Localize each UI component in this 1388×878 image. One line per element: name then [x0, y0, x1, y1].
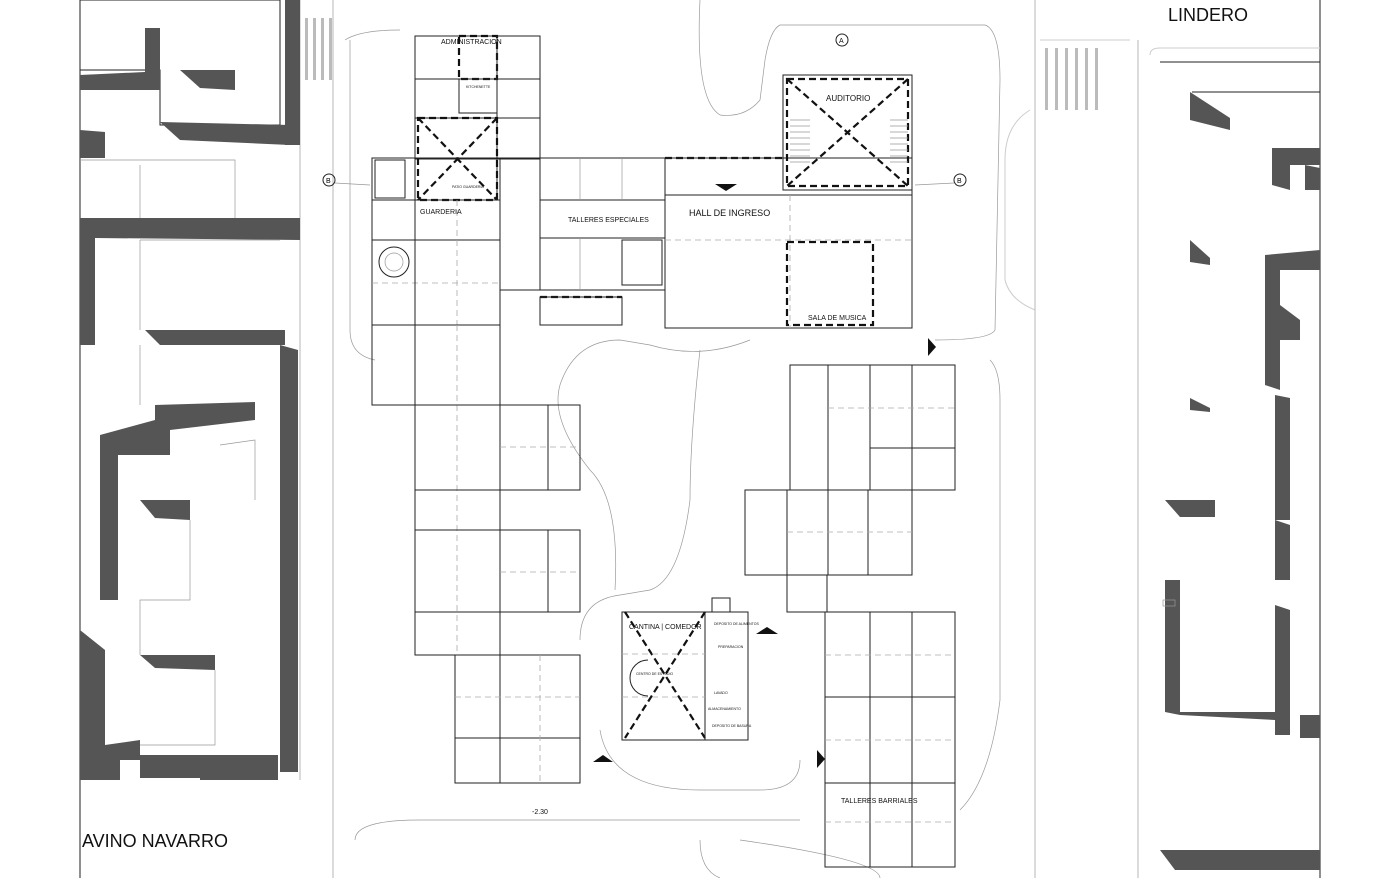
level-marker: -2.30 [532, 809, 548, 816]
label-auditorio: AUDITORIO [826, 94, 870, 103]
crosswalk-left [305, 18, 332, 80]
entry-arrow [715, 184, 737, 191]
administration-block [414, 34, 541, 200]
cantina-block [621, 597, 778, 741]
section-marker-b-left: B [322, 173, 371, 187]
street-label-navarro: AVINO NAVARRO [82, 831, 228, 851]
auditorio-block [782, 74, 913, 191]
label-talleres-especiales: TALLERES ESPECIALES [568, 217, 649, 224]
left-wing [371, 324, 613, 784]
label-almacenamiento: ALMACENAMIENTO [708, 707, 741, 711]
label-preparacion: PREPARACION [718, 645, 744, 649]
svg-text:B: B [326, 178, 331, 185]
section-marker-a: A [835, 33, 849, 47]
crosswalk-right [1045, 48, 1098, 110]
landscape-paths [344, 0, 1001, 878]
label-patio-guarderia: PATIO GUARDERIA [452, 185, 484, 189]
neighbour-buildings-right [1160, 61, 1320, 870]
neighbour-buildings-left [80, 0, 300, 780]
right-wing [744, 338, 956, 868]
street-label-lindero: LINDERO [1168, 5, 1248, 25]
section-marker-b-right: B [914, 173, 967, 187]
label-centro-estudio: CENTRO DE ESTUDIO [636, 672, 673, 676]
label-kitchenette: KITCHENETTE [466, 85, 491, 89]
hall-block [664, 156, 913, 329]
svg-text:B: B [957, 178, 962, 185]
svg-text:A: A [839, 38, 844, 45]
label-administracion: ADMINISTRACION [441, 39, 502, 46]
label-sala-musica: SALA DE MUSICA [808, 315, 867, 322]
label-guarderia: GUARDERIA [420, 209, 462, 216]
label-deposito-alimentos: DEPOSITO DE ALIMENTOS [714, 622, 759, 626]
label-lavado: LAVADO [714, 691, 728, 695]
label-deposito-basura: DEPOSITO DE BASURA [712, 724, 752, 728]
label-talleres-barriales: TALLERES BARRIALES [841, 798, 918, 805]
label-hall: HALL DE INGRESO [689, 208, 770, 218]
label-cantina: CANTINA | COMEDOR [629, 624, 702, 631]
talleres-especiales-block [499, 157, 666, 326]
